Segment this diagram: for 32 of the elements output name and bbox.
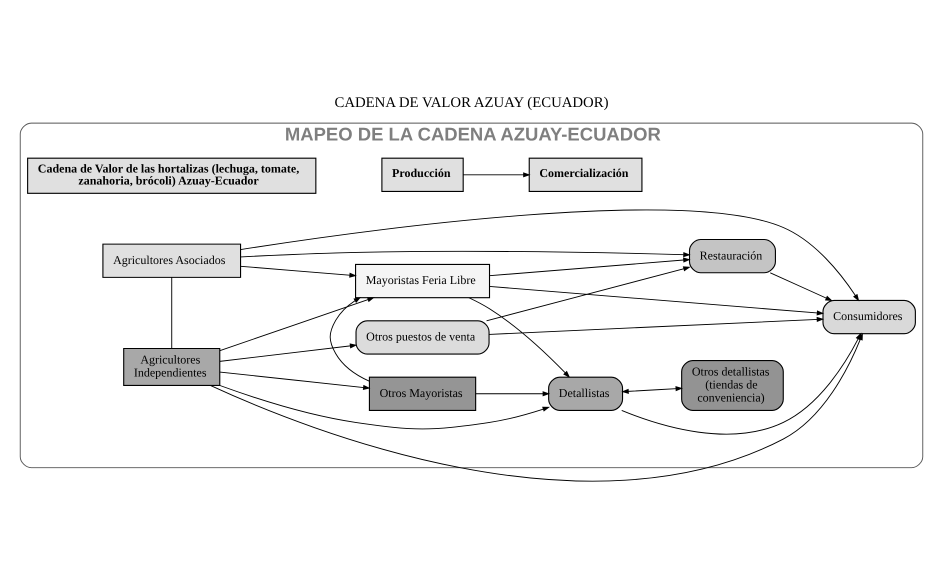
arrow — [488, 316, 824, 335]
arrow — [240, 210, 860, 302]
diagram-title: CADENA DE VALOR AZUAY (ECUADOR) — [334, 95, 608, 112]
arrow — [462, 172, 531, 178]
arrow — [621, 332, 862, 435]
arrow — [475, 391, 550, 396]
node-box: Restauración — [688, 238, 776, 274]
node-box: Otros detallistas (tiendas de conveniencia) — [681, 360, 784, 411]
arrow — [621, 386, 683, 394]
arrow — [489, 257, 691, 276]
arrow — [486, 266, 691, 322]
node-box: Otros puestos de venta — [355, 320, 490, 355]
node-box: Agricultores Asociados — [102, 244, 242, 278]
node-box: Otros Mayoristas — [368, 376, 476, 411]
arrow — [219, 385, 550, 430]
arrow — [219, 343, 358, 362]
arrow — [219, 372, 370, 390]
node-box: Detallistas — [548, 376, 624, 411]
arrow — [240, 266, 357, 278]
node-box: Comercialización — [528, 158, 642, 192]
node-box: Agricultores Independientes — [123, 348, 220, 386]
arrow — [770, 272, 833, 302]
arrow — [219, 297, 375, 352]
node-box: Consumidores — [822, 300, 916, 334]
arrow — [489, 286, 824, 316]
arrow — [468, 297, 570, 378]
node-box: Producción — [381, 158, 464, 192]
arrow — [330, 296, 370, 382]
node-box: Cadena de Valor de las hortalizas (lechuga, tomate, zanahoria, brócoli) Azuay-Ecuador — [27, 158, 316, 194]
arrow — [240, 250, 691, 258]
node-box: Mayoristas Feria Libre — [355, 264, 490, 298]
connector — [171, 277, 172, 349]
